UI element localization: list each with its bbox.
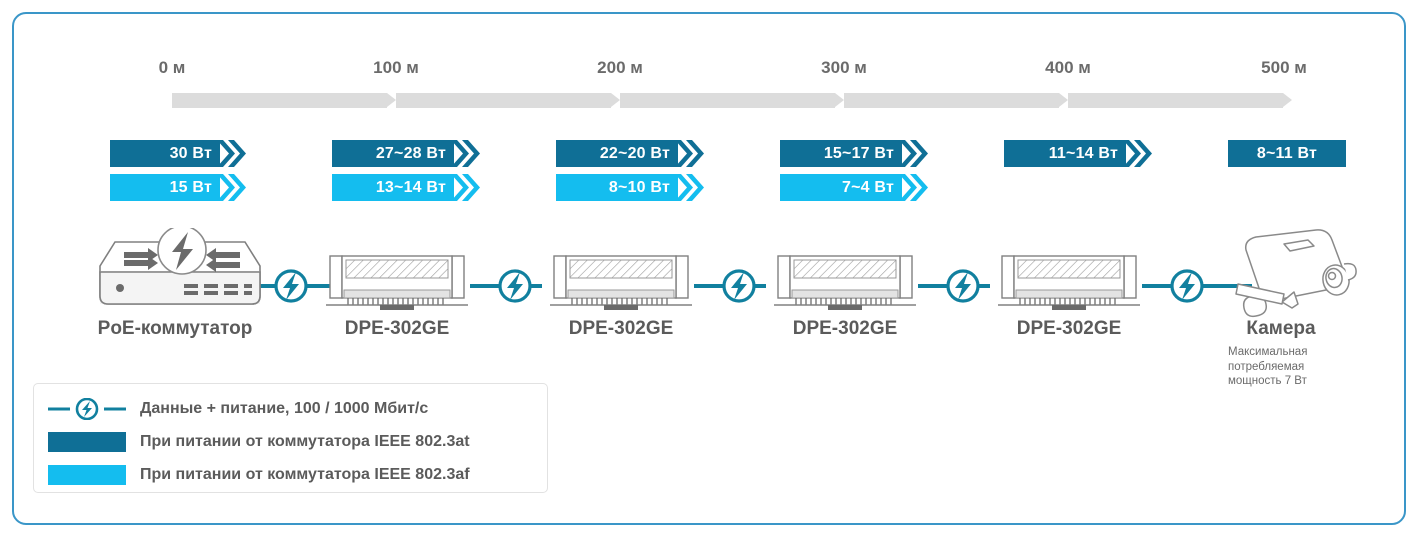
chevron-arrow-icon bbox=[217, 174, 246, 201]
power-badge-row: 30 Вт 15 Вт 27~28 Вт 13~14 Вт bbox=[0, 140, 1420, 220]
power-badge-group: 27~28 Вт 13~14 Вт bbox=[332, 140, 480, 208]
scale-tick-200: 200 м bbox=[597, 58, 643, 77]
chevron-arrow-icon bbox=[899, 140, 928, 167]
distance-scale-labels: 0 м 100 м 200 м 300 м 400 м 500 м bbox=[0, 58, 1420, 84]
poe-switch-icon[interactable] bbox=[82, 228, 282, 318]
poe-extender-icon[interactable] bbox=[546, 250, 696, 312]
poe-link-node-icon[interactable] bbox=[944, 267, 982, 305]
power-badge-af: 13~14 Вт bbox=[332, 174, 480, 201]
scale-segment bbox=[1068, 93, 1292, 108]
power-badge-at: 22~20 Вт bbox=[556, 140, 704, 167]
power-badge-af: 15 Вт bbox=[110, 174, 246, 201]
scale-tick-300: 300 м bbox=[821, 58, 867, 77]
power-badge-at: 15~17 Вт bbox=[780, 140, 928, 167]
chevron-arrow-icon bbox=[451, 140, 480, 167]
device-label-extender-3: DPE-302GE bbox=[792, 318, 898, 339]
legend-label-af: При питании от коммутатора IEEE 802.3af bbox=[140, 465, 470, 483]
poe-extender-icon[interactable] bbox=[322, 250, 472, 312]
device-label-poe-switch: PoE-коммутатор bbox=[97, 318, 253, 339]
scale-tick-400: 400 м bbox=[1045, 58, 1091, 77]
poe-link-node-icon[interactable] bbox=[720, 267, 758, 305]
chevron-arrow-icon bbox=[217, 140, 246, 167]
device-label-camera: Камера bbox=[1246, 318, 1316, 339]
power-badge-group: 22~20 Вт 8~10 Вт bbox=[556, 140, 704, 208]
poe-link-node-icon[interactable] bbox=[1168, 267, 1206, 305]
device-label-extender-2: DPE-302GE bbox=[568, 318, 674, 339]
scale-tick-100: 100 м bbox=[373, 58, 419, 77]
legend-item-af: При питании от коммутатора IEEE 802.3af bbox=[34, 458, 547, 491]
legend-item-link: Данные + питание, 100 / 1000 Мбит/с bbox=[34, 392, 547, 425]
power-badge-group: 15~17 Вт 7~4 Вт bbox=[780, 140, 928, 208]
legend-swatch-af bbox=[48, 464, 126, 485]
poe-link-node-icon[interactable] bbox=[272, 267, 310, 305]
legend-item-at: При питании от коммутатора IEEE 802.3at bbox=[34, 425, 547, 458]
power-badge-af: 8~10 Вт bbox=[556, 174, 704, 201]
power-badge-group: 8~11 Вт bbox=[1228, 140, 1346, 174]
legend-box: Данные + питание, 100 / 1000 Мбит/с При … bbox=[33, 383, 548, 493]
power-badge-at: 30 Вт bbox=[110, 140, 246, 167]
legend-swatch-at bbox=[48, 431, 126, 452]
device-chain bbox=[0, 228, 1420, 318]
scale-tick-0: 0 м bbox=[158, 58, 186, 77]
legend-label-at: При питании от коммутатора IEEE 802.3at bbox=[140, 432, 470, 450]
poe-extender-icon[interactable] bbox=[770, 250, 920, 312]
scale-tick-500: 500 м bbox=[1261, 58, 1307, 77]
wire-segment bbox=[258, 284, 358, 288]
chevron-arrow-icon bbox=[451, 174, 480, 201]
chevron-arrow-icon bbox=[675, 140, 704, 167]
device-label-extender-1: DPE-302GE bbox=[344, 318, 450, 339]
device-label-extender-4: DPE-302GE bbox=[1016, 318, 1122, 339]
poe-link-node-icon[interactable] bbox=[496, 267, 534, 305]
chevron-arrow-icon bbox=[675, 174, 704, 201]
poe-extender-icon[interactable] bbox=[994, 250, 1144, 312]
scale-segment bbox=[396, 93, 620, 108]
poe-link-legend-icon bbox=[48, 397, 126, 420]
power-badge-at: 8~11 Вт bbox=[1228, 140, 1346, 167]
power-badge-at: 27~28 Вт bbox=[332, 140, 480, 167]
legend-label-link: Данные + питание, 100 / 1000 Мбит/с bbox=[140, 399, 429, 417]
camera-power-caption: Максимальная потребляемая мощность 7 Вт bbox=[1228, 346, 1308, 388]
camera-icon[interactable] bbox=[1222, 228, 1362, 320]
chevron-arrow-icon bbox=[899, 174, 928, 201]
wire-segment bbox=[1182, 284, 1252, 288]
distance-scale-bar bbox=[172, 93, 1292, 108]
scale-segment bbox=[172, 93, 396, 108]
power-badge-group: 30 Вт 15 Вт bbox=[110, 140, 246, 208]
power-badge-at: 11~14 Вт bbox=[1004, 140, 1152, 167]
chevron-arrow-icon bbox=[1123, 140, 1152, 167]
scale-segment bbox=[844, 93, 1068, 108]
power-badge-af: 7~4 Вт bbox=[780, 174, 928, 201]
scale-segment bbox=[620, 93, 844, 108]
power-badge-group: 11~14 Вт bbox=[1004, 140, 1152, 174]
